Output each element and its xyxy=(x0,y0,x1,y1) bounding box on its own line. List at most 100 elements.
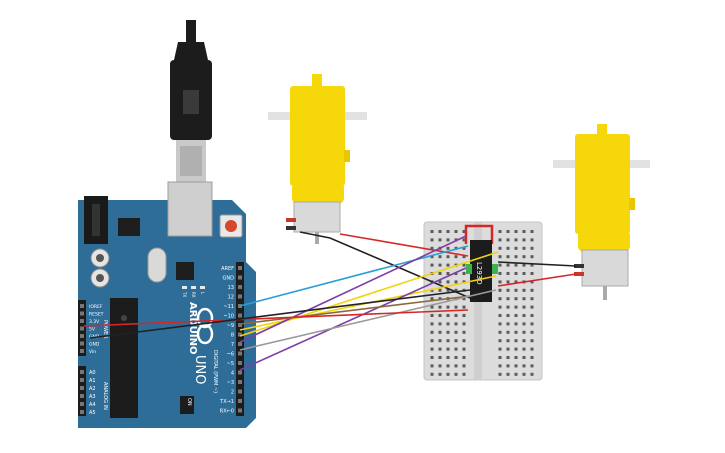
breadboard-hole[interactable] xyxy=(530,246,534,250)
breadboard-hole[interactable] xyxy=(462,305,466,309)
breadboard-hole[interactable] xyxy=(438,339,442,343)
breadboard-hole[interactable] xyxy=(430,322,434,326)
breadboard-hole[interactable] xyxy=(446,288,450,292)
breadboard-hole[interactable] xyxy=(514,238,518,242)
breadboard-hole[interactable] xyxy=(430,305,434,309)
breadboard-hole[interactable] xyxy=(446,322,450,326)
breadboard-hole[interactable] xyxy=(438,288,442,292)
breadboard-hole[interactable] xyxy=(522,297,526,301)
breadboard-hole[interactable] xyxy=(430,372,434,376)
header-pin[interactable] xyxy=(238,380,242,384)
breadboard-hole[interactable] xyxy=(430,263,434,267)
breadboard-hole[interactable] xyxy=(454,347,458,351)
breadboard-hole[interactable] xyxy=(462,255,466,259)
breadboard-hole[interactable] xyxy=(498,246,502,250)
breadboard-hole[interactable] xyxy=(498,347,502,351)
breadboard-hole[interactable] xyxy=(498,322,502,326)
breadboard-hole[interactable] xyxy=(498,230,502,233)
breadboard-hole[interactable] xyxy=(530,372,534,376)
breadboard-hole[interactable] xyxy=(530,364,534,368)
breadboard-hole[interactable] xyxy=(430,246,434,250)
breadboard-hole[interactable] xyxy=(438,255,442,259)
breadboard-hole[interactable] xyxy=(530,297,534,301)
breadboard-hole[interactable] xyxy=(438,230,442,233)
header-pin[interactable] xyxy=(238,389,242,394)
breadboard-hole[interactable] xyxy=(522,364,526,368)
breadboard-hole[interactable] xyxy=(506,263,510,267)
breadboard-hole[interactable] xyxy=(506,330,510,334)
header-pin[interactable] xyxy=(238,332,242,337)
breadboard-hole[interactable] xyxy=(522,272,526,275)
breadboard-hole[interactable] xyxy=(530,238,534,242)
breadboard-hole[interactable] xyxy=(522,246,526,250)
breadboard-hole[interactable] xyxy=(498,356,502,359)
breadboard-hole[interactable] xyxy=(522,339,526,343)
breadboard-hole[interactable] xyxy=(438,272,442,275)
header-pin[interactable] xyxy=(238,399,242,403)
breadboard-hole[interactable] xyxy=(514,272,518,275)
breadboard-hole[interactable] xyxy=(446,372,450,376)
breadboard-hole[interactable] xyxy=(430,356,434,359)
breadboard-hole[interactable] xyxy=(446,339,450,343)
breadboard-hole[interactable] xyxy=(522,356,526,359)
header-pin[interactable] xyxy=(238,285,242,289)
breadboard-hole[interactable] xyxy=(462,339,466,343)
header-pin[interactable] xyxy=(238,323,242,327)
breadboard-hole[interactable] xyxy=(454,364,458,368)
breadboard-hole[interactable] xyxy=(514,322,518,326)
breadboard-hole[interactable] xyxy=(530,322,534,326)
header-pin[interactable] xyxy=(238,266,242,270)
breadboard-hole[interactable] xyxy=(438,280,442,284)
breadboard-hole[interactable] xyxy=(430,297,434,301)
breadboard-hole[interactable] xyxy=(446,230,450,233)
breadboard-hole[interactable] xyxy=(446,305,450,309)
breadboard-hole[interactable] xyxy=(454,305,458,309)
breadboard-hole[interactable] xyxy=(438,263,442,267)
breadboard-hole[interactable] xyxy=(446,356,450,359)
breadboard-hole[interactable] xyxy=(498,272,502,275)
breadboard-hole[interactable] xyxy=(498,364,502,368)
breadboard-hole[interactable] xyxy=(446,238,450,242)
header-pin[interactable] xyxy=(238,361,242,365)
breadboard-hole[interactable] xyxy=(462,230,466,233)
breadboard-hole[interactable] xyxy=(514,339,518,343)
breadboard-hole[interactable] xyxy=(514,314,518,317)
header-pin[interactable] xyxy=(80,304,84,308)
breadboard-hole[interactable] xyxy=(438,238,442,242)
breadboard-hole[interactable] xyxy=(530,347,534,351)
breadboard-hole[interactable] xyxy=(498,372,502,376)
breadboard-hole[interactable] xyxy=(522,305,526,309)
breadboard-hole[interactable] xyxy=(514,255,518,259)
header-pin[interactable] xyxy=(80,370,84,374)
breadboard-hole[interactable] xyxy=(446,272,450,275)
breadboard-hole[interactable] xyxy=(438,297,442,301)
breadboard-hole[interactable] xyxy=(514,364,518,368)
breadboard-hole[interactable] xyxy=(430,230,434,233)
header-pin[interactable] xyxy=(80,410,84,414)
breadboard-hole[interactable] xyxy=(498,297,502,301)
breadboard-hole[interactable] xyxy=(454,339,458,343)
breadboard-hole[interactable] xyxy=(530,255,534,259)
breadboard-hole[interactable] xyxy=(506,339,510,343)
breadboard-hole[interactable] xyxy=(438,330,442,334)
breadboard-hole[interactable] xyxy=(522,347,526,351)
breadboard-hole[interactable] xyxy=(530,280,534,284)
breadboard-hole[interactable] xyxy=(498,330,502,334)
breadboard-hole[interactable] xyxy=(462,238,466,242)
breadboard-hole[interactable] xyxy=(454,372,458,376)
breadboard-hole[interactable] xyxy=(462,263,466,267)
breadboard-hole[interactable] xyxy=(506,280,510,284)
breadboard-hole[interactable] xyxy=(462,272,466,275)
breadboard-hole[interactable] xyxy=(530,339,534,343)
breadboard-hole[interactable] xyxy=(462,246,466,250)
breadboard-hole[interactable] xyxy=(522,230,526,233)
breadboard-hole[interactable] xyxy=(446,347,450,351)
header-pin[interactable] xyxy=(80,319,84,323)
breadboard-hole[interactable] xyxy=(506,246,510,250)
header-pin[interactable] xyxy=(80,326,84,331)
breadboard-hole[interactable] xyxy=(530,314,534,317)
header-pin[interactable] xyxy=(238,370,242,375)
header-pin[interactable] xyxy=(80,349,84,353)
breadboard-hole[interactable] xyxy=(430,364,434,368)
breadboard-hole[interactable] xyxy=(522,372,526,376)
